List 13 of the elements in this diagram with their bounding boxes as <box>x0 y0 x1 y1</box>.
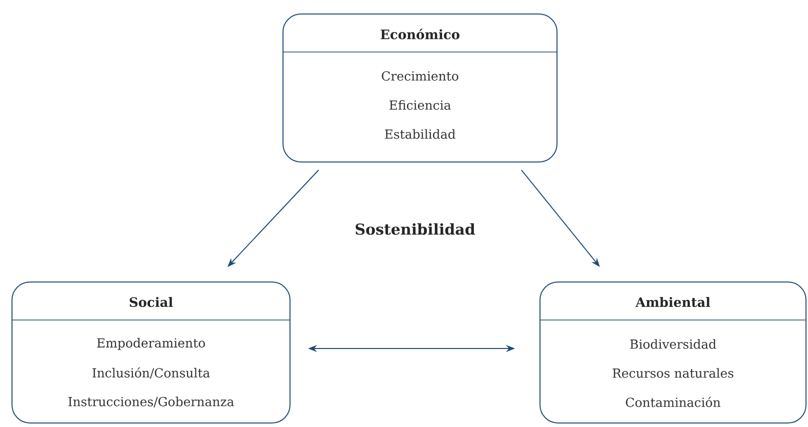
center-label: Sostenibilidad <box>356 223 475 235</box>
list-item: Inclusión/Consulta <box>92 367 210 379</box>
list-item: Instrucciones/Gobernanza <box>68 396 234 408</box>
list-item: Contaminación <box>626 396 720 408</box>
box-heading: Económico <box>380 28 460 40</box>
list-item: Crecimiento <box>382 71 458 81</box>
box-heading: Ambiental <box>635 296 710 308</box>
list-item: Estabilidad <box>384 129 456 139</box>
list-item: Biodiversidad <box>630 339 716 349</box>
box-heading: Social <box>130 296 173 308</box>
list-item: Empoderamiento <box>97 338 205 350</box>
list-item: Recursos naturales <box>612 368 734 378</box>
list-item: Eficiencia <box>390 100 451 110</box>
